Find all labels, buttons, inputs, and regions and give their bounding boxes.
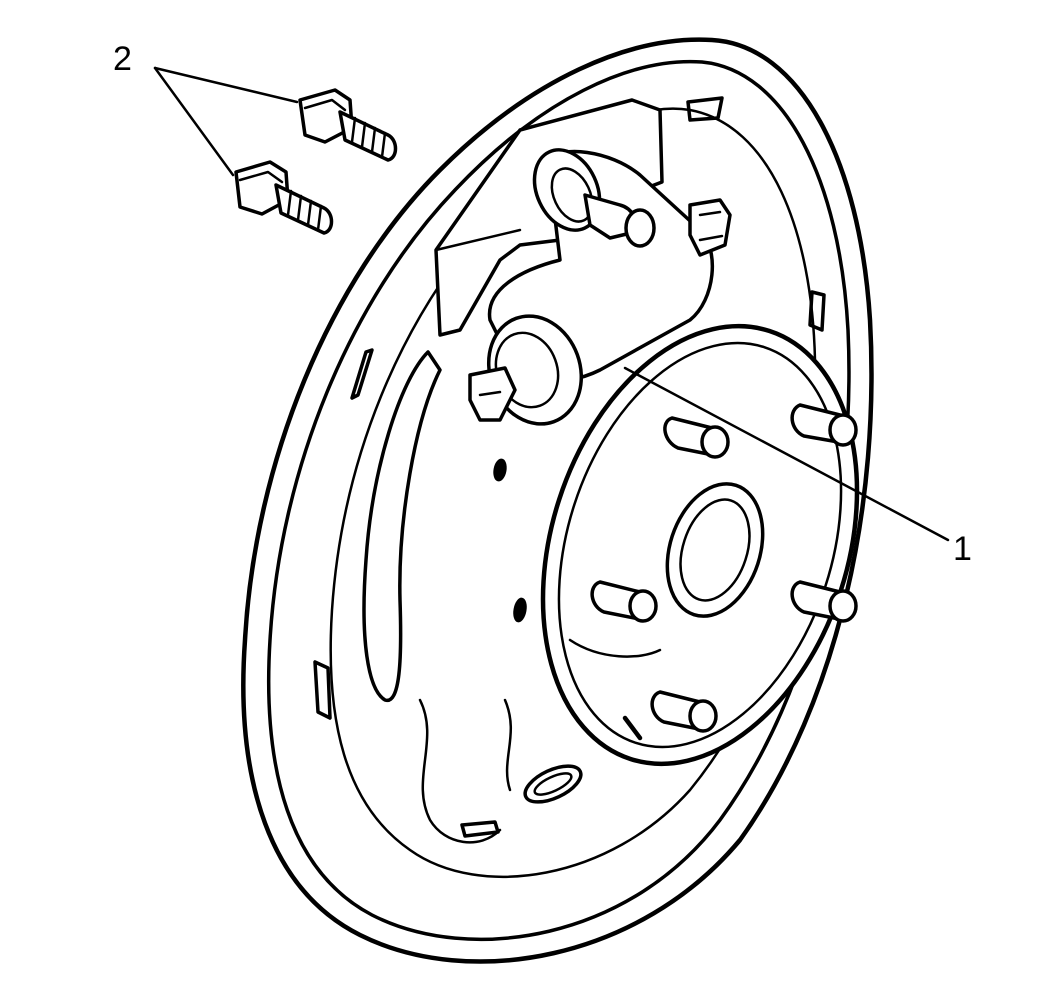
wheel-stud-3 — [590, 580, 658, 623]
leader-2-lower — [153, 66, 235, 177]
axle-hub-flange — [540, 323, 860, 767]
backing-plate-bolt-lower — [234, 160, 334, 235]
wheel-stud-4 — [790, 580, 858, 623]
leader-2-upper — [153, 66, 299, 104]
wheel-stud-2 — [790, 403, 858, 447]
backing-plate-bolt-upper — [298, 88, 398, 162]
leader-1 — [623, 366, 950, 542]
callout-leaders — [153, 66, 950, 542]
wheel-stud-1 — [663, 416, 730, 459]
callout-label-2: 2 — [113, 40, 132, 78]
wheel-cylinder — [434, 98, 732, 426]
callout-label-1: 1 — [953, 530, 972, 568]
wheel-stud-5 — [650, 690, 718, 733]
